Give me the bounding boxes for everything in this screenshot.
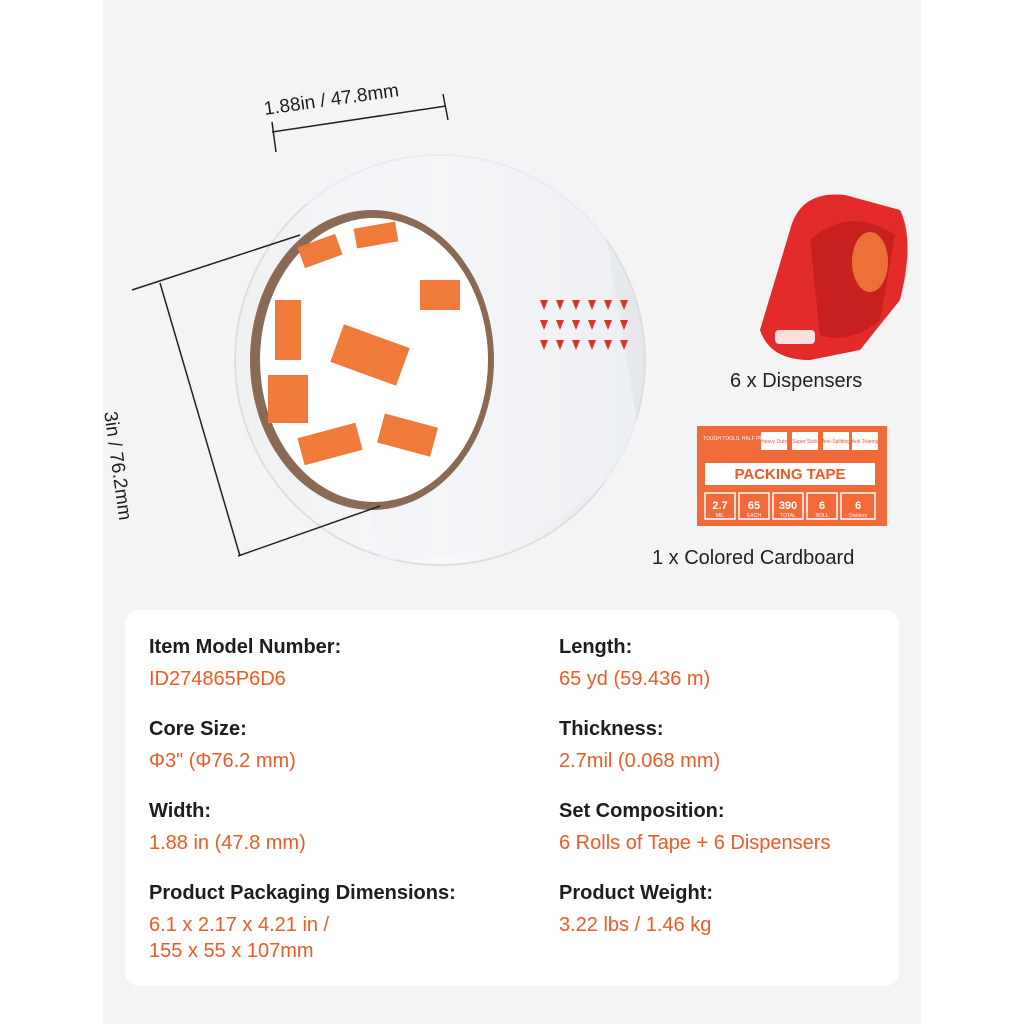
spec-model-number: Item Model Number: ID274865P6D6 xyxy=(149,634,341,692)
spec-thickness: Thickness: 2.7mil (0.068 mm) xyxy=(559,716,720,774)
spec-value: 2.7mil (0.068 mm) xyxy=(559,750,721,772)
cardboard-title: PACKING TAPE xyxy=(734,466,845,483)
spec-value: 65 yd (59.436 m) xyxy=(559,668,711,690)
tape-roll xyxy=(234,150,646,566)
spec-label: Length: xyxy=(559,636,633,658)
spec-length: Length: 65 yd (59.436 m) xyxy=(559,634,710,692)
spec-card: Item Model Number: ID274865P6D6 Length: … xyxy=(125,610,899,986)
cardboard-stat-unit: Dividers xyxy=(849,513,868,519)
cardboard-brand: TOUGH TOOLS, HALF PRICE xyxy=(703,436,772,442)
cardboard-stat-unit: ROLL xyxy=(815,513,828,519)
cardboard-stat-value: 6 xyxy=(819,500,825,512)
cardboard-caption: 1 x Colored Cardboard xyxy=(652,547,855,569)
spec-value: 6 Rolls of Tape + 6 Dispensers xyxy=(559,832,831,854)
arrow-print xyxy=(540,300,628,350)
dispenser xyxy=(760,194,909,360)
cardboard-feature: Heavy Duty xyxy=(761,439,787,445)
dimension-lines xyxy=(131,93,449,557)
spec-packaging-dimensions: Product Packaging Dimensions: 6.1 x 2.17… xyxy=(149,880,456,964)
cardboard-stat-value: 65 xyxy=(748,500,760,512)
spec-value: 1.88 in (47.8 mm) xyxy=(149,832,306,854)
cardboard-feature: Anti-Splitting xyxy=(822,439,850,445)
spec-value: ID274865P6D6 xyxy=(149,668,286,690)
spec-product-weight: Product Weight: 3.22 lbs / 1.46 kg xyxy=(559,880,713,938)
spec-value-line2: 155 x 55 x 107mm xyxy=(149,940,314,962)
spec-label: Item Model Number: xyxy=(149,636,342,658)
cardboard-feature: Anti-Tearing xyxy=(852,439,879,445)
cardboard-stat-value: 2.7 xyxy=(712,500,727,512)
cardboard-stat-unit: EACH xyxy=(747,513,761,519)
core-print xyxy=(268,221,460,466)
spec-width: Width: 1.88 in (47.8 mm) xyxy=(149,798,306,856)
spec-label: Set Composition: xyxy=(559,800,725,822)
spec-label: Width: xyxy=(149,800,212,822)
spec-value: Φ3" (Φ76.2 mm) xyxy=(149,750,296,772)
dispensers-caption: 6 x Dispensers xyxy=(730,370,863,392)
colored-cardboard: TOUGH TOOLS, HALF PRICE PACKING TAPE Hea… xyxy=(697,426,887,526)
cardboard-stat-value: 6 xyxy=(855,500,861,512)
spec-label: Thickness: xyxy=(559,718,664,740)
spec-value: 3.22 lbs / 1.46 kg xyxy=(559,914,712,936)
cardboard-stat-value: 390 xyxy=(779,500,797,512)
cardboard-feature: Super Stick xyxy=(792,439,818,445)
spec-core-size: Core Size: Φ3" (Φ76.2 mm) xyxy=(149,716,296,774)
spec-label: Product Weight: xyxy=(559,882,714,904)
spec-label: Core Size: xyxy=(149,718,247,740)
spec-label: Product Packaging Dimensions: xyxy=(149,882,456,904)
cardboard-stat-unit: MIL xyxy=(716,513,725,519)
spec-set-composition: Set Composition: 6 Rolls of Tape + 6 Dis… xyxy=(559,798,830,856)
spec-value: 6.1 x 2.17 x 4.21 in / xyxy=(149,914,330,936)
cardboard-stat-unit: TOTAL xyxy=(780,513,796,519)
